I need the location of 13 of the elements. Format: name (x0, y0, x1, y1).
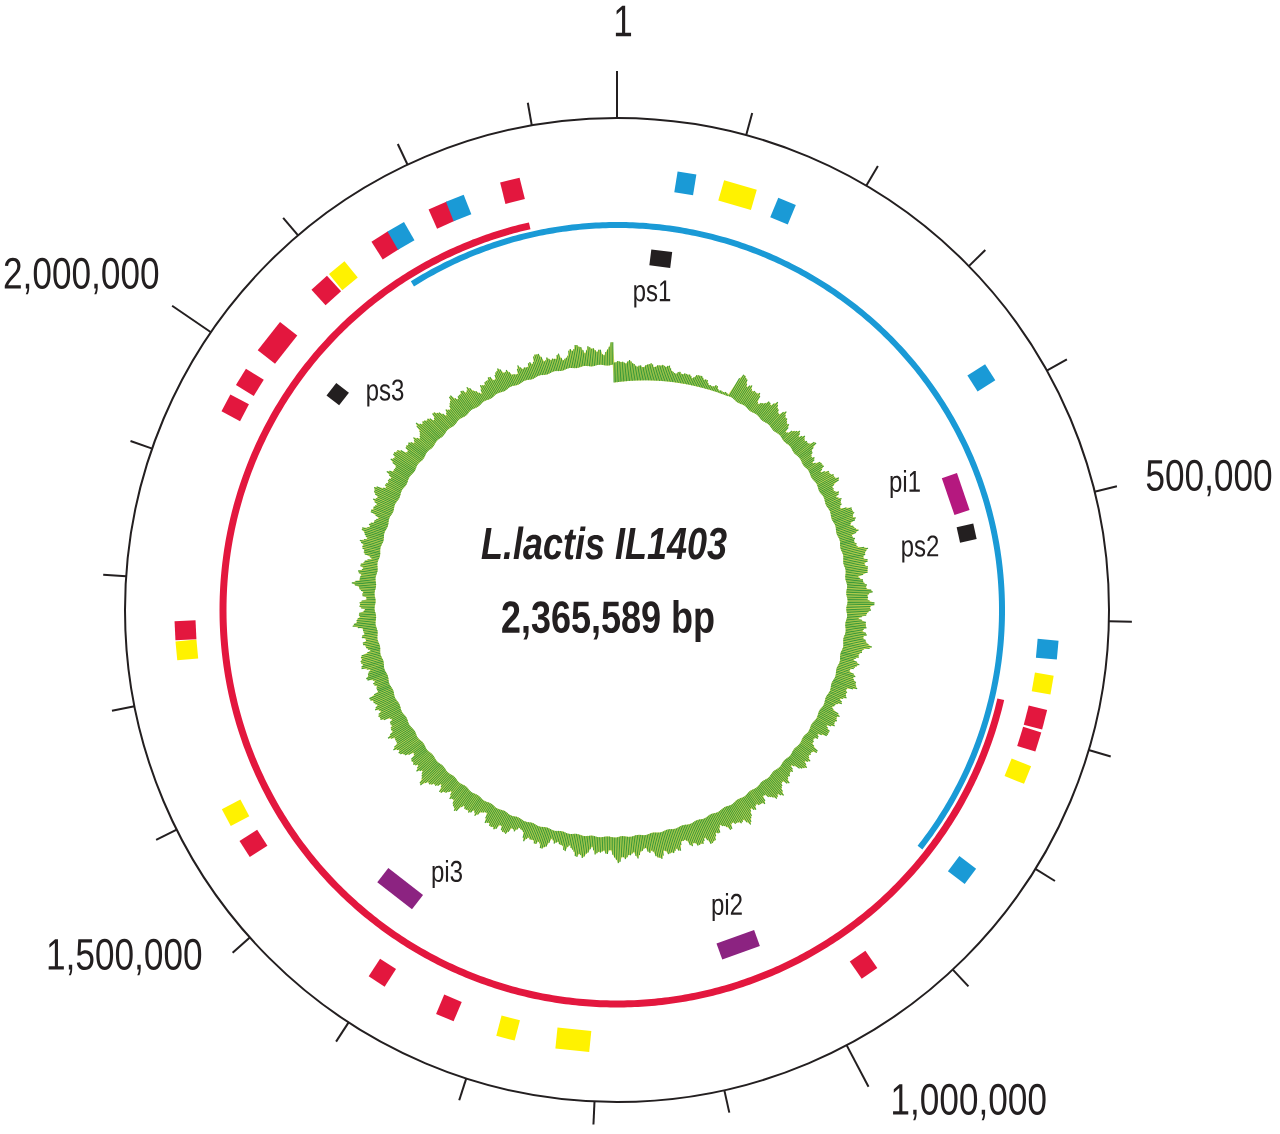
feature-label: pi2 (712, 893, 742, 921)
genome-size: 2,365,589 bp (502, 600, 714, 642)
feature-label: ps3 (367, 379, 404, 407)
map-title: L.lactis IL1403 (481, 526, 727, 560)
tick-label: 500,000 (1146, 459, 1272, 497)
tick-label: 1 (615, 5, 632, 37)
feature-label: pi1 (890, 470, 920, 498)
feature-label: pi3 (432, 860, 462, 888)
tick-label: 1,500,000 (48, 938, 202, 976)
tick-label: 2,000,000 (4, 257, 159, 295)
feature-label: ps1 (634, 280, 671, 308)
tick-label: 1,000,000 (893, 1083, 1046, 1121)
feature-label: ps2 (902, 535, 939, 563)
